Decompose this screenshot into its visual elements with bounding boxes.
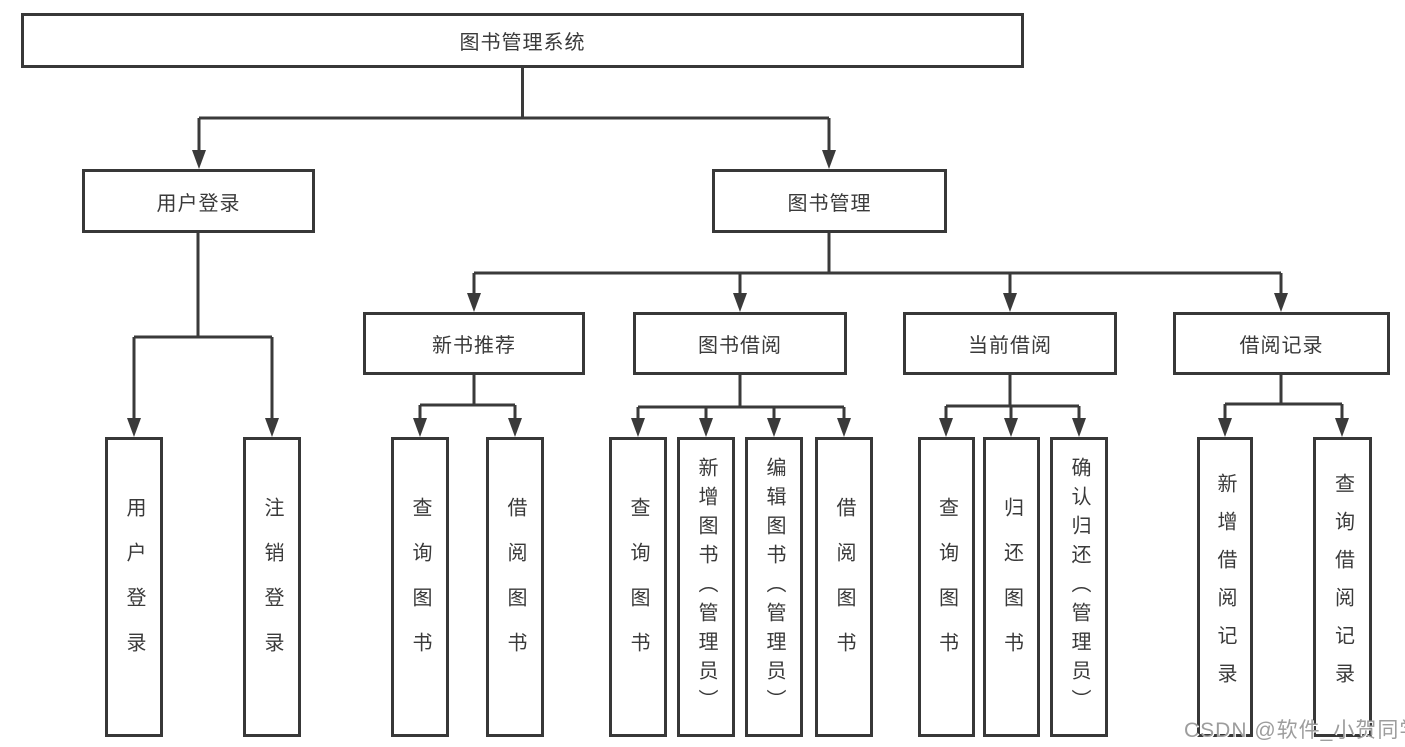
node-book-mgmt-label: 图书管理 — [787, 192, 872, 215]
leaf-edit-book-admin-label: 编辑图书（管理员） — [763, 456, 785, 718]
node-root-label: 图书管理系统 — [459, 32, 586, 54]
edge-borrow-record-to-leaves — [1218, 375, 1349, 437]
leaf-return-book: 归还图书 — [983, 437, 1040, 737]
node-new-book-recommend: 新书推荐 — [363, 312, 585, 375]
edge-current-borrow-to-leaves — [939, 375, 1086, 437]
leaf-query-book-1: 查询图书 — [391, 437, 449, 737]
leaf-confirm-return-admin: 确认归还（管理员） — [1050, 437, 1108, 737]
node-book-mgmt: 图书管理 — [712, 169, 947, 233]
leaf-borrow-book-2-label: 借阅图书 — [833, 497, 855, 677]
leaf-query-book-1-label: 查询图书 — [409, 497, 431, 677]
leaf-query-borrow-record: 查询借阅记录 — [1313, 437, 1372, 737]
leaf-add-borrow-record: 新增借阅记录 — [1197, 437, 1253, 737]
leaf-add-book-admin: 新增图书（管理员） — [677, 437, 735, 737]
leaf-logout: 注销登录 — [243, 437, 301, 737]
node-book-borrow-label: 图书借阅 — [698, 335, 782, 357]
leaf-query-book-3-label: 查询图书 — [935, 497, 958, 677]
leaf-add-borrow-record-label: 新增借阅记录 — [1214, 473, 1236, 701]
node-user-login: 用户登录 — [82, 169, 315, 233]
edge-root-to-level1 — [192, 68, 836, 169]
node-new-book-recommend-label: 新书推荐 — [432, 335, 516, 357]
leaf-borrow-book-1-label: 借阅图书 — [504, 497, 526, 677]
leaf-edit-book-admin: 编辑图书（管理员） — [745, 437, 803, 737]
leaf-add-book-admin-label: 新增图书（管理员） — [695, 456, 717, 718]
edge-book-borrow-to-leaves — [631, 375, 851, 437]
leaf-query-borrow-record-label: 查询借阅记录 — [1331, 473, 1354, 701]
node-borrow-record-label: 借阅记录 — [1239, 335, 1324, 357]
leaf-query-book-2-label: 查询图书 — [627, 497, 649, 677]
node-borrow-record: 借阅记录 — [1173, 312, 1390, 375]
leaf-user-login: 用户登录 — [105, 437, 163, 737]
leaf-query-book-3: 查询图书 — [918, 437, 975, 737]
node-book-borrow: 图书借阅 — [633, 312, 847, 375]
leaf-logout-label: 注销登录 — [261, 497, 283, 677]
leaf-borrow-book-2: 借阅图书 — [815, 437, 873, 737]
leaf-borrow-book-1: 借阅图书 — [486, 437, 544, 737]
edge-new-book-to-leaves — [413, 375, 522, 437]
leaf-user-login-label: 用户登录 — [123, 497, 145, 677]
leaf-query-book-2: 查询图书 — [609, 437, 667, 737]
node-user-login-label: 用户登录 — [156, 192, 241, 215]
watermark: CSDN @软件_小贺同学 — [1184, 719, 1405, 742]
node-current-borrow: 当前借阅 — [903, 312, 1117, 375]
leaf-return-book-label: 归还图书 — [1000, 497, 1023, 677]
node-current-borrow-label: 当前借阅 — [968, 335, 1052, 357]
edge-book-mgmt-to-level2 — [467, 233, 1288, 312]
edge-user-login-to-leaves — [127, 233, 279, 437]
node-root: 图书管理系统 — [21, 13, 1024, 68]
leaf-confirm-return-admin-label: 确认归还（管理员） — [1068, 456, 1090, 718]
